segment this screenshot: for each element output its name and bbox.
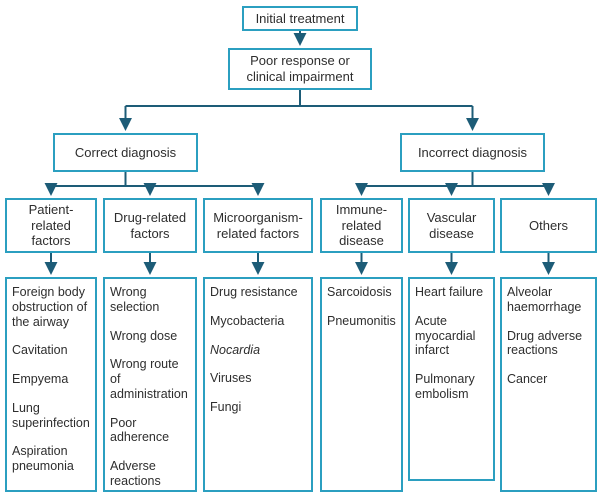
- node-drug-related-factors: Drug-related factors: [103, 198, 197, 253]
- node-incorrect-diagnosis: Incorrect diagnosis: [400, 133, 545, 172]
- list-item: Pneumonitis: [327, 313, 396, 328]
- list-item: Viruses: [210, 371, 252, 386]
- list-item: Cavitation: [12, 343, 68, 358]
- list-item: Nocardia: [210, 342, 261, 357]
- node-microorganism-related-factors: Microorganism- related factors: [203, 198, 313, 253]
- node-immune-related-disease: Immune- related disease: [320, 198, 403, 253]
- node-poor-response: Poor response or clinical impairment: [228, 48, 372, 90]
- list-item: Poor adherence: [110, 415, 170, 445]
- list-item: Wrong selection: [110, 285, 160, 314]
- list-item: Foreign body obstruction of the airway: [12, 285, 88, 329]
- list-item: Alveolar haemorrhage: [507, 285, 582, 314]
- node-vascular-disease: Vascular disease: [408, 198, 495, 253]
- list-item: Drug adverse reactions: [507, 328, 583, 358]
- list-item: Heart failure: [415, 285, 484, 299]
- list-item: Wrong route of administration: [110, 357, 188, 401]
- list-item: Sarcoidosis: [327, 285, 392, 299]
- list-item: Acute myocardial infarct: [415, 313, 476, 358]
- node-initial-treatment: Initial treatment: [242, 6, 358, 31]
- list-item: Adverse reactions: [110, 459, 161, 488]
- list-item: Pulmonary embolism: [415, 372, 475, 401]
- list-item: Cancer: [507, 372, 548, 386]
- node-others: Others: [500, 198, 597, 253]
- list-item: Mycobacteria: [210, 313, 285, 328]
- list-item: Fungi: [210, 400, 242, 414]
- list-item: Lung superinfection: [12, 400, 90, 430]
- list-item: Empyema: [12, 372, 69, 386]
- list-item: Aspiration pneumonia: [12, 444, 74, 473]
- list-item: Drug resistance: [210, 285, 298, 299]
- node-correct-diagnosis: Correct diagnosis: [53, 133, 198, 172]
- node-patient-related-factors: Patient- related factors: [5, 198, 97, 253]
- list-item: Wrong dose: [110, 328, 178, 343]
